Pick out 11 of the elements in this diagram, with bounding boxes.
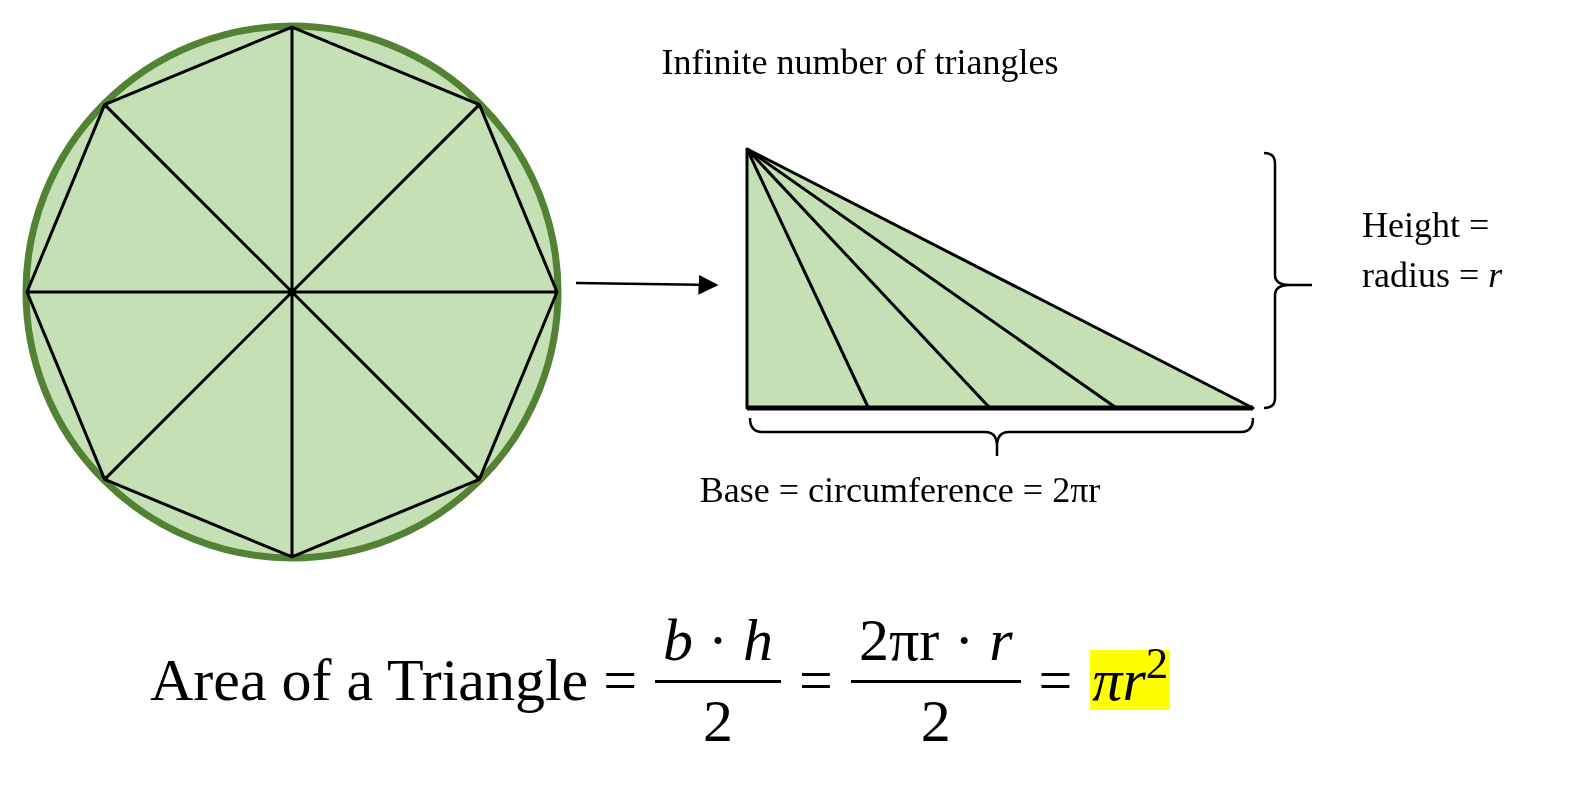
denominator: 2 <box>703 686 734 751</box>
equals-sign: = <box>1038 650 1073 710</box>
numerator: b · h <box>655 609 782 683</box>
highlighted-result: πr$^{2}$ <box>1090 650 1171 710</box>
denominator: 2 <box>920 686 951 751</box>
base-label: Base = circumference = 2πr <box>699 470 1101 510</box>
numerator: 2πr · r <box>850 609 1021 683</box>
height-label: Height = radius = r <box>1362 205 1503 295</box>
caption-text: Infinite number of triangles <box>661 42 1059 82</box>
arrow <box>576 274 719 295</box>
equals-sign: = <box>799 650 833 710</box>
